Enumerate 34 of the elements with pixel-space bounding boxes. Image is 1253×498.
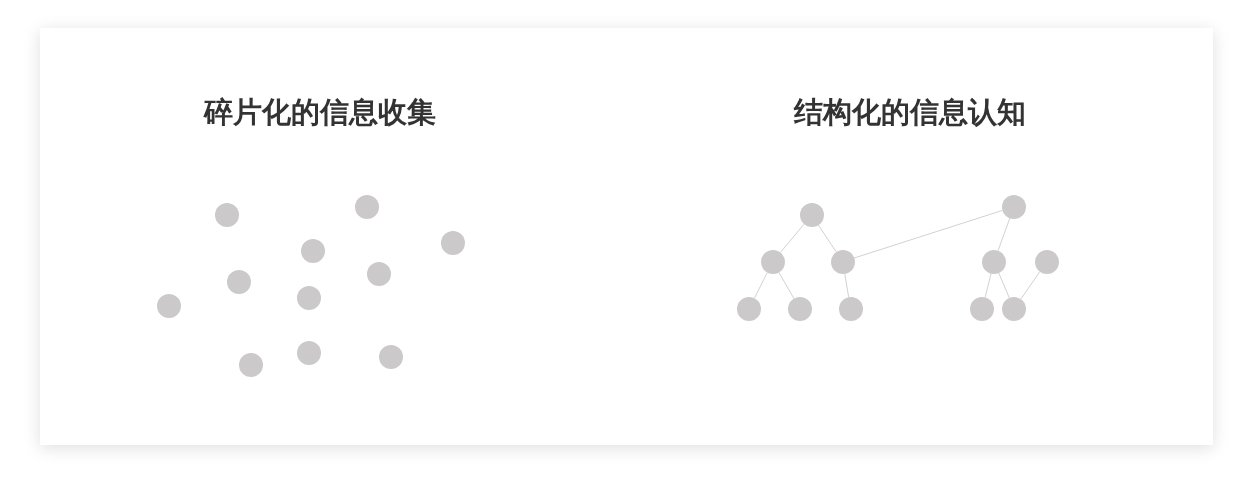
circle-node (1002, 297, 1026, 321)
circle-node (354, 194, 379, 219)
circle-node (830, 249, 855, 274)
connector-line (817, 224, 837, 253)
circle-node (238, 352, 263, 377)
circle-node (1034, 249, 1059, 274)
connector-line (984, 272, 992, 298)
circle-node (1002, 194, 1026, 219)
circle-node (737, 297, 761, 321)
section-title: 碎片化的信息收集 (204, 95, 436, 130)
circle-node (214, 203, 239, 227)
circle-node (156, 293, 181, 318)
circle-node (226, 269, 251, 294)
connector-line (997, 217, 1011, 251)
circle-node (378, 344, 403, 369)
circle-node (296, 285, 321, 310)
circle-node (366, 261, 391, 286)
circle-node (970, 297, 995, 321)
circle-node (838, 297, 863, 321)
connector-line (853, 209, 1004, 259)
circle-node (799, 203, 824, 227)
circle-node (300, 238, 325, 263)
circle-node (982, 249, 1006, 274)
connector-line (778, 271, 795, 300)
connector-line (844, 273, 850, 298)
circle-node (760, 249, 785, 274)
connector-line (1020, 271, 1041, 300)
connector-line (998, 272, 1010, 299)
circle-node (788, 297, 812, 321)
connector-line (753, 271, 768, 299)
circle-node (440, 230, 465, 255)
circle-node (296, 340, 321, 365)
connector-line (779, 223, 805, 253)
section-title: 结构化的信息认知 (794, 95, 1026, 130)
